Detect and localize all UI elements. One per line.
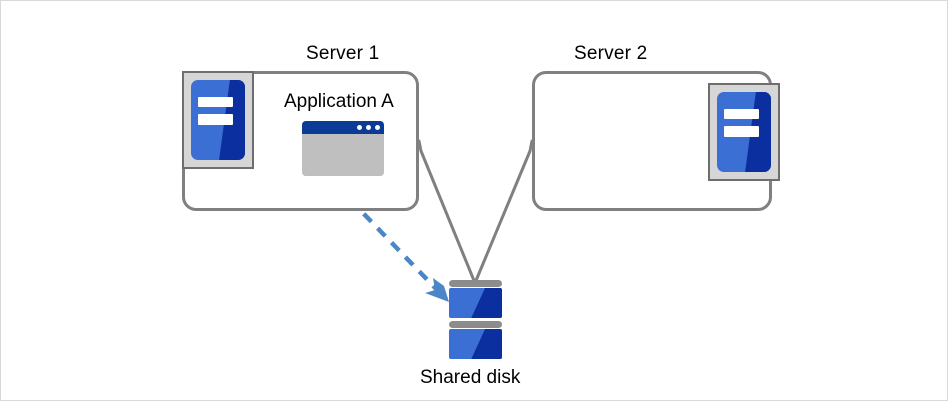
application-to-disk-arrowhead	[425, 278, 449, 302]
shared-disk-label: Shared disk	[420, 367, 521, 388]
disk-platter-shade	[471, 288, 502, 318]
server-icon-body	[191, 80, 245, 160]
window-dot-icon	[375, 125, 380, 130]
server-icon	[708, 83, 780, 181]
connector-server1-to-disk	[417, 139, 477, 285]
server-icon	[182, 71, 254, 169]
disk-platter	[449, 329, 502, 359]
disk-stack-icon[interactable]	[449, 280, 502, 360]
disk-plate-top	[449, 280, 502, 287]
application-label: Application A	[284, 91, 394, 112]
disk-plate-middle	[449, 321, 502, 328]
server1-label: Server 1	[306, 43, 380, 64]
server2-label: Server 2	[574, 43, 648, 64]
server-icon-bar-bottom	[198, 114, 233, 125]
application-window-body	[302, 134, 384, 176]
application-window-titlebar	[302, 121, 384, 134]
disk-platter-shade	[471, 329, 502, 359]
disk-platter	[449, 288, 502, 318]
connector-server2-to-disk	[473, 139, 534, 285]
server-icon-bar-top	[198, 96, 233, 108]
server-icon-body	[717, 92, 771, 172]
window-dot-icon	[357, 125, 362, 130]
application-window-icon[interactable]	[302, 121, 384, 176]
window-dot-icon	[366, 125, 371, 130]
server-icon-bar-bottom	[724, 126, 759, 137]
server-icon-bar-top	[724, 108, 759, 120]
